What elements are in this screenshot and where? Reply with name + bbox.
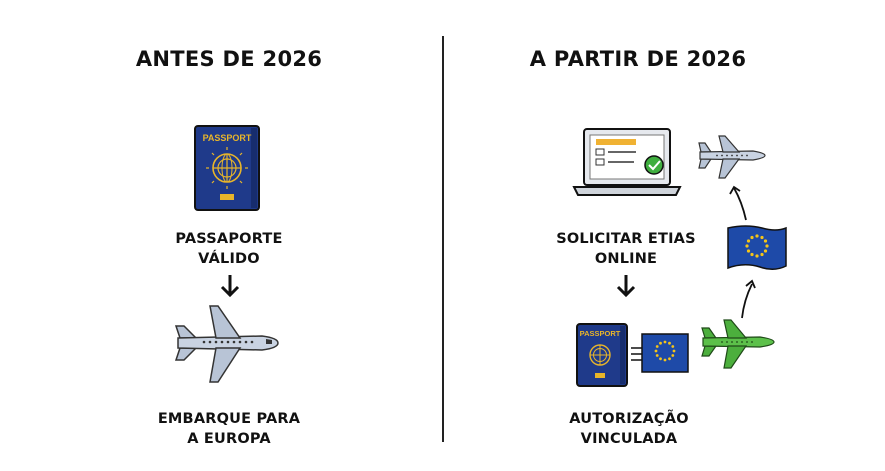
right-step2-line2: VINCULADA: [580, 431, 678, 447]
passport-icon: PASSPORT: [576, 323, 628, 387]
center-divider: [442, 36, 444, 442]
eu-flag-icon: [641, 333, 689, 373]
airplane-icon: [174, 305, 279, 383]
laptop-form-icon: [572, 128, 682, 196]
airplane-icon: [701, 319, 775, 369]
left-step1-label: PASSAPORTE VÁLIDO: [119, 229, 339, 269]
right-step1-label: SOLICITAR ETIAS ONLINE: [516, 229, 736, 269]
down-arrow-icon: [616, 275, 636, 298]
airplane-icon: [698, 135, 766, 179]
passport-label: PASSPORT: [203, 133, 252, 143]
left-step2-label: EMBARQUE PARA A EUROPA: [119, 409, 339, 449]
curved-arrow-icon: [741, 279, 756, 319]
eu-flag-icon: [727, 225, 787, 270]
left-step1-line1: PASSAPORTE: [175, 231, 283, 247]
left-step2-line2: A EUROPA: [187, 431, 271, 447]
curved-arrow-icon: [729, 185, 747, 221]
right-title: A PARTIR DE 2026: [529, 47, 747, 71]
left-step2-line1: EMBARQUE PARA: [157, 411, 301, 427]
left-step1-line2: VÁLIDO: [198, 251, 260, 267]
passport-icon: PASSPORT: [194, 125, 260, 211]
left-title: ANTES DE 2026: [135, 47, 323, 71]
link-lines: [631, 347, 642, 361]
right-step2-label: AUTORIZAÇÃO VINCULADA: [519, 409, 739, 449]
passport-label: PASSPORT: [580, 329, 621, 338]
right-step2-line1: AUTORIZAÇÃO: [569, 411, 689, 427]
right-step1-line2: ONLINE: [594, 251, 658, 267]
down-arrow-icon: [220, 275, 240, 298]
right-step1-line1: SOLICITAR ETIAS: [556, 231, 696, 247]
